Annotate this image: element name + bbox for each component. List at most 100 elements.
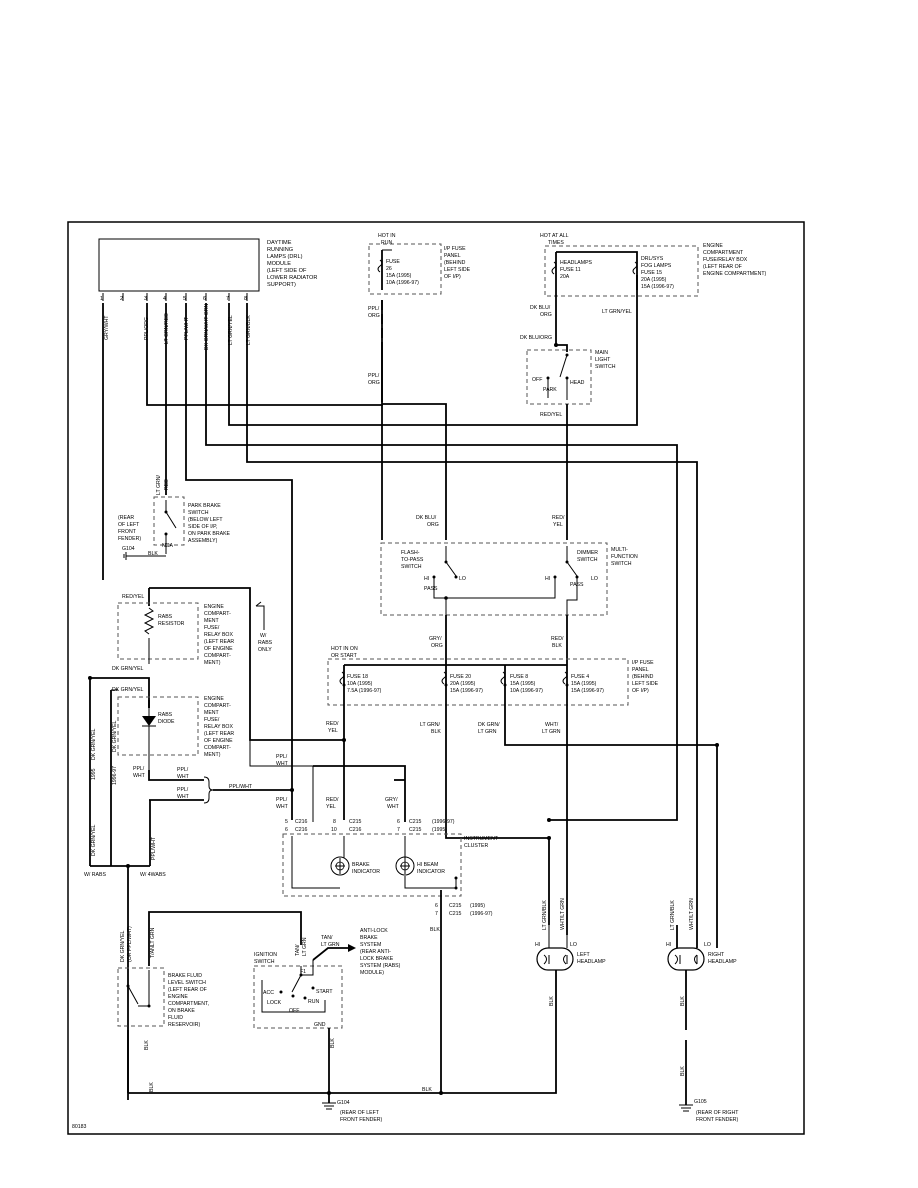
mf-in-right-1: RED/ bbox=[552, 515, 565, 521]
mf-out-right-2: BLK bbox=[552, 643, 562, 649]
mf-flash-2: TO-PASS bbox=[401, 557, 424, 563]
g104-wire: BLK bbox=[149, 1082, 155, 1092]
ign-gnd: GND bbox=[314, 1022, 326, 1028]
ic-c215-a: C215 bbox=[349, 819, 362, 825]
ic-pin-c1: 6 bbox=[397, 819, 400, 825]
ign-abs-3: SYSTEM bbox=[360, 942, 381, 948]
ip-top-label-1: I/P FUSE bbox=[444, 246, 466, 252]
rabs-res-box-4: FUSE/ bbox=[204, 625, 220, 631]
ipm-wire2-2: BLK bbox=[431, 729, 441, 735]
ic-hibeam-1: HI BEAM bbox=[417, 862, 438, 868]
lh-gnd-wire: BLK bbox=[549, 996, 555, 1006]
ipm-wire1-2: YEL bbox=[328, 728, 338, 734]
g104-label-2: FRONT FENDER) bbox=[340, 1117, 383, 1123]
eng-wire-left-2: ORG bbox=[540, 312, 552, 318]
rabs-diode-box-3: MENT bbox=[204, 710, 220, 716]
ppl-in-b-2: WHT bbox=[177, 794, 190, 800]
park-label-4: SIDE OF I/P, bbox=[188, 524, 217, 530]
ipm-f8-2: 15A (1995) bbox=[510, 681, 536, 687]
drl-pin-6: 6 bbox=[203, 296, 206, 302]
g104-wire-b: BLK bbox=[422, 1087, 432, 1093]
mf-dim-hi: HI bbox=[545, 576, 550, 582]
ip-top-hot-2: RUN bbox=[381, 240, 392, 246]
diagram-border bbox=[67, 221, 805, 1135]
multifunction-switch: DK BLU/ ORG RED/ YEL FLASH- TO-PASS SWIT… bbox=[380, 403, 638, 665]
ic-byear-1: (1995) bbox=[470, 903, 485, 909]
park-gnd-3: FRONT bbox=[118, 529, 137, 535]
ipm-wire3-2: LT GRN bbox=[478, 729, 497, 735]
engine-fuse-box: HOT AT ALL TIMES HEADLAMPS FUSE 11 20A D… bbox=[530, 233, 766, 345]
rabs-res-wire-in: RED/YEL bbox=[122, 594, 144, 600]
ppl-in-b-1: PPL/ bbox=[177, 787, 189, 793]
ic-wire-d-1: PPL/ bbox=[276, 754, 288, 760]
mf-flash-lo: LO bbox=[459, 576, 466, 582]
rabs-diode-box-4: FUSE/ bbox=[204, 717, 220, 723]
bf-label-2: LEVEL SWITCH bbox=[168, 980, 206, 986]
ipm-f20-3: 15A (1996-97) bbox=[450, 688, 483, 694]
rabs-res-label-2: RESISTOR bbox=[158, 621, 185, 627]
rabs-res-box-3: MENT bbox=[204, 618, 220, 624]
bf-label-3: (LEFT REAR OF bbox=[168, 987, 207, 993]
rabs-diode-label-1: RABS bbox=[158, 712, 173, 718]
ip-top-wire-2a: PPL/ bbox=[368, 373, 380, 379]
bf-label-7: FLUID bbox=[168, 1015, 183, 1021]
main-wire-in: DK BLU/ORG bbox=[520, 335, 552, 341]
bf-gnd-wire: BLK bbox=[144, 1040, 150, 1050]
rabs-w-rabs: W/ RABS bbox=[84, 872, 106, 878]
ign-out-2: LT GRN bbox=[321, 942, 340, 948]
drl-pin-1: 1 bbox=[100, 296, 103, 302]
drl-label-4: MODULE bbox=[267, 261, 291, 267]
rabs-year-a: 1995 bbox=[91, 768, 97, 780]
rabs-diode: DK GRN/YEL RABS DIODE ENGINE COMPART- ME… bbox=[88, 676, 234, 866]
mf-out-left-2: ORG bbox=[431, 643, 443, 649]
drl-wire-1: GRY/WHT bbox=[104, 315, 110, 340]
mf-label-2: FUNCTION bbox=[611, 554, 638, 560]
drl-wire-4: LT GRN/RED bbox=[164, 313, 170, 344]
ip-fuse-top: HOT IN RUN FUSE 26 15A (1995) 10A (1996-… bbox=[368, 233, 471, 402]
rabs-diode-box-8: COMPART- bbox=[204, 745, 231, 751]
ic-pin-a2: 6 bbox=[285, 827, 288, 833]
rabs-side-wire-a: DK GRN/YEL bbox=[91, 728, 97, 760]
ipm-f18-2: 10A (1995) bbox=[347, 681, 373, 687]
rabs-diode-box-1: ENGINE bbox=[204, 696, 224, 702]
main-label-3: SWITCH bbox=[595, 364, 616, 370]
rabs-w-4wabs: W/ 4WABS bbox=[140, 872, 166, 878]
ground-g104: G104 (REAR OF LEFT FRONT FENDER) BLK BLK bbox=[149, 1082, 443, 1123]
ipm-wire4-2: LT GRN bbox=[542, 729, 561, 735]
rh-gnd-wire-b: BLK bbox=[680, 1066, 686, 1076]
ip-top-fuse-1: FUSE bbox=[386, 259, 400, 265]
ic-c216-a: C216 bbox=[295, 819, 308, 825]
ic-year-c1: (1996-97) bbox=[432, 819, 455, 825]
ip-top-fuse-4: 10A (1996-97) bbox=[386, 280, 419, 286]
bf-wire-a-1: DK GRN/YEL bbox=[120, 930, 126, 962]
ppl-junction: PPL/ WHT PPL/ WHT PPL/WHT bbox=[148, 767, 294, 804]
ipm-label-5: OF I/P) bbox=[632, 688, 649, 694]
lh-label-1: LEFT bbox=[577, 952, 591, 958]
park-gnd-id: G104 bbox=[122, 546, 135, 552]
ip-top-label-4: LEFT SIDE bbox=[444, 267, 471, 273]
ic-wire-c-2: WHT bbox=[387, 804, 400, 810]
ic-wire-b-2: YEL bbox=[326, 804, 336, 810]
drl-pin-7: 7 bbox=[226, 296, 229, 302]
park-label-2: SWITCH bbox=[188, 510, 209, 516]
ipm-wire3-1: DK GRN/ bbox=[478, 722, 500, 728]
ign-abs-4: (REAR ANTI- bbox=[360, 949, 391, 955]
ic-hibeam-2: INDICATOR bbox=[417, 869, 445, 875]
ic-year-c2: (1995) bbox=[432, 827, 447, 833]
park-label-6: ASSEMBLY) bbox=[188, 538, 218, 544]
ip-top-wire-1a: PPL/ bbox=[368, 306, 380, 312]
ipm-wire4-1: WHT/ bbox=[545, 722, 559, 728]
ipm-label-2: PANEL bbox=[632, 667, 649, 673]
rabs-res-w-3: ONLY bbox=[258, 647, 272, 653]
eng-label-2: COMPARTMENT bbox=[703, 250, 744, 256]
lh-wire-lo: WHT/LT GRN bbox=[560, 898, 566, 930]
eng-fuse-hl-2: FUSE 11 bbox=[560, 267, 581, 273]
main-label-1: MAIN bbox=[595, 350, 608, 356]
ic-c215-b: C215 bbox=[409, 819, 422, 825]
ip-top-label-2: PANEL bbox=[444, 253, 461, 259]
ppl-in-a-1: PPL/ bbox=[177, 767, 189, 773]
drl-pin-5: 5 bbox=[183, 296, 186, 302]
ipm-f20-1: FUSE 20 bbox=[450, 674, 471, 680]
ic-brake-2: INDICATOR bbox=[352, 869, 380, 875]
